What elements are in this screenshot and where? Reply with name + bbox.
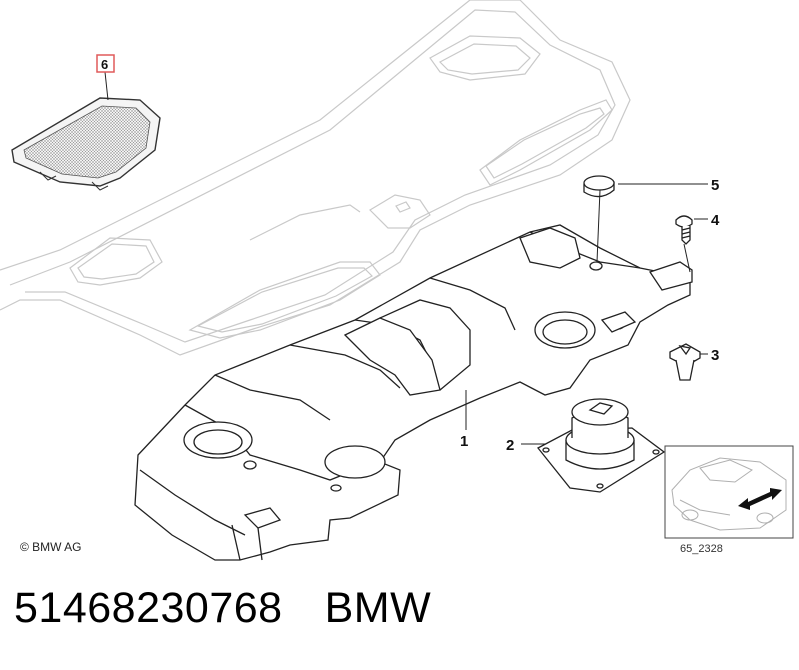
leader-lines bbox=[104, 71, 708, 445]
callout-4: 4 bbox=[711, 212, 720, 229]
screw bbox=[675, 215, 693, 245]
rear-shelf-panel bbox=[0, 0, 631, 356]
brand-name: BMW bbox=[324, 584, 432, 632]
callout-6: 6 bbox=[101, 57, 108, 72]
callout-5: 5 bbox=[711, 177, 719, 194]
copyright-notice: © BMW AG bbox=[20, 540, 82, 554]
part-number: 51468230768 bbox=[14, 584, 283, 632]
clip-nut bbox=[669, 343, 701, 381]
subwoofer-enclosure bbox=[134, 224, 693, 561]
speaker-unit bbox=[537, 398, 666, 493]
cap-plug bbox=[583, 175, 615, 198]
speaker-grille-cover bbox=[11, 97, 161, 191]
caption: 51468230768 BMW bbox=[14, 584, 431, 633]
callout-3: 3 bbox=[711, 347, 719, 364]
callout-2: 2 bbox=[506, 437, 514, 454]
callout-6-box: 6 bbox=[96, 54, 115, 73]
vehicle-location-inset bbox=[664, 445, 794, 539]
location-arrow-icon bbox=[738, 488, 782, 510]
callout-1: 1 bbox=[460, 433, 468, 450]
diagram-code: 65_2328 bbox=[680, 543, 723, 555]
